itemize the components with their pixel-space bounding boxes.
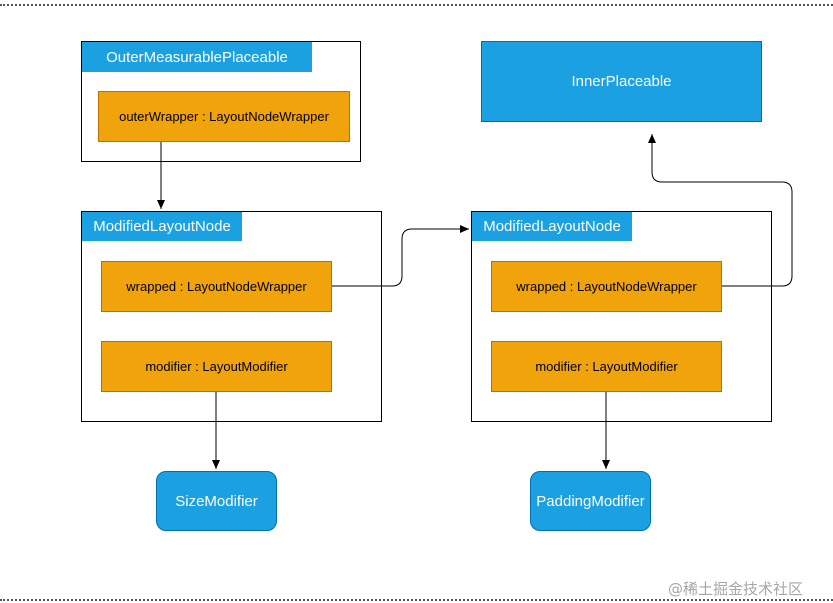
outer-wrapper-field: outerWrapper : LayoutNodeWrapper <box>98 91 350 142</box>
padding-modifier-node: PaddingModifier <box>530 471 651 531</box>
size-modifier-node: SizeModifier <box>156 471 277 531</box>
right-modifier-field: modifier : LayoutModifier <box>491 341 722 392</box>
right-wrapped-field: wrapped : LayoutNodeWrapper <box>491 261 722 312</box>
left-modifier-field: modifier : LayoutModifier <box>101 341 332 392</box>
top-dotted-border <box>0 4 833 6</box>
outer-measurable-placeable-title: OuterMeasurablePlaceable <box>82 42 312 72</box>
right-modified-layout-node-title: ModifiedLayoutNode <box>472 212 632 241</box>
watermark: @稀土掘金技术社区 <box>668 580 804 598</box>
left-wrapped-field: wrapped : LayoutNodeWrapper <box>101 261 332 312</box>
bottom-dotted-border <box>0 599 833 601</box>
inner-placeable-node: InnerPlaceable <box>481 41 762 122</box>
left-modified-layout-node-title: ModifiedLayoutNode <box>82 212 242 241</box>
